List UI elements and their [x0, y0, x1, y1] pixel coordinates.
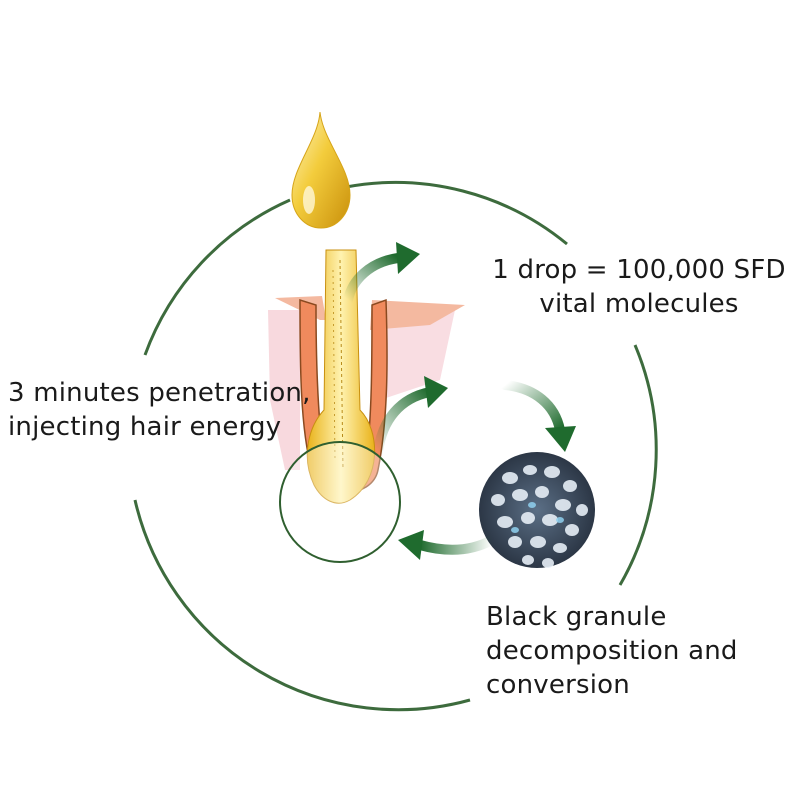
drop-molecules-label: 1 drop = 100,000 SFD vital molecules [474, 253, 800, 321]
penetration-label-line-1: 3 minutes penetration, [8, 378, 311, 408]
outer-ring [133, 180, 658, 712]
penetration-label-line-2: injecting hair energy [8, 412, 282, 442]
granule-label-line-3: conversion [486, 670, 630, 700]
penetration-label: 3 minutes penetration, injecting hair en… [8, 376, 311, 444]
granule-label-line-2: decomposition and [486, 636, 738, 666]
drop-label-line-1: 1 drop = 100,000 SFD [492, 255, 786, 285]
granule-cluster-icon [479, 452, 595, 568]
root-circle [279, 441, 401, 563]
cycle-arrow-icon [343, 242, 576, 560]
drop-label-line-2: vital molecules [539, 289, 739, 319]
granule-label: Black granule decomposition and conversi… [486, 600, 738, 702]
oil-drop-icon [291, 111, 351, 229]
granule-label-line-1: Black granule [486, 602, 667, 632]
